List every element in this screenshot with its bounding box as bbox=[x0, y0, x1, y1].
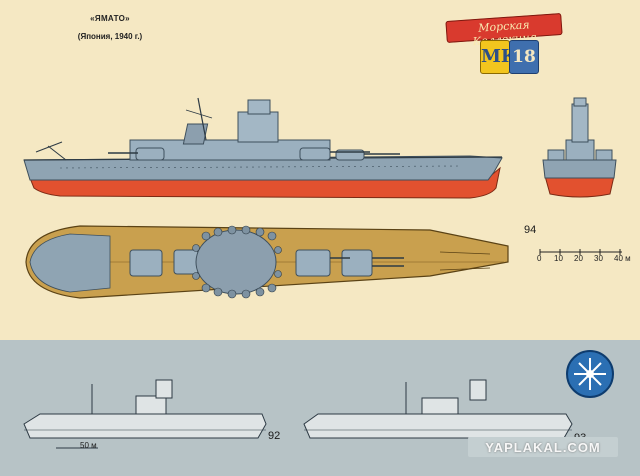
lower-right-ship-tower bbox=[469, 379, 487, 401]
bottom-scale-label: 50 м bbox=[80, 441, 97, 450]
bow-staff bbox=[47, 145, 67, 161]
tower-top bbox=[247, 99, 271, 115]
lower-left-ship-hull bbox=[23, 413, 267, 439]
plan-view-aa-guns bbox=[192, 225, 282, 299]
plan-view-fore-turret-2 bbox=[341, 249, 373, 277]
logo-number: 18 bbox=[512, 47, 536, 67]
magazine-logo: Морская Коллекция МК 18 bbox=[440, 12, 570, 78]
tower-block bbox=[237, 111, 279, 143]
front-view-turrets-left bbox=[547, 149, 565, 161]
watermark-text: YAPLAKAL.COM bbox=[485, 440, 601, 455]
scale-bar: 0 10 20 30 40 м bbox=[536, 248, 632, 278]
plate-number-left: 92 bbox=[268, 430, 281, 442]
plan-view-bow-detail-2 bbox=[439, 267, 491, 271]
watermark-badge: YAPLAKAL.COM bbox=[468, 437, 618, 457]
plan-view-stern-quarterdeck bbox=[29, 233, 111, 293]
fore-turret-1 bbox=[299, 147, 331, 161]
mast-stay bbox=[185, 109, 213, 119]
lower-left-ship-superstructure bbox=[135, 395, 167, 415]
plan-view-aft-turret bbox=[129, 249, 163, 277]
lower-left-ship-tower bbox=[155, 379, 173, 399]
front-view-tower-top bbox=[573, 97, 587, 107]
logo-number-box: 18 bbox=[509, 40, 539, 74]
scale-tick-10: 10 bbox=[554, 254, 563, 263]
hull-grey-upper bbox=[23, 155, 503, 181]
funnel bbox=[182, 123, 209, 145]
front-view-hull-red bbox=[544, 175, 615, 198]
compass-emblem-icon bbox=[566, 350, 614, 398]
scale-tick-0: 0 bbox=[537, 254, 542, 263]
logo-letters: МК bbox=[481, 46, 518, 67]
front-view-hull-grey bbox=[542, 159, 617, 179]
aft-turret bbox=[135, 147, 165, 161]
plan-view-aft-secondary bbox=[173, 249, 199, 275]
plan-view-bow-detail-1 bbox=[439, 251, 491, 255]
scale-bar-ruler bbox=[539, 249, 622, 255]
ship-title: «ЯМАТО» bbox=[90, 14, 130, 23]
scale-tick-20: 20 bbox=[574, 254, 583, 263]
main-mast bbox=[197, 97, 207, 141]
lower-right-ship-hull bbox=[303, 413, 573, 439]
scale-tick-40: 40 м bbox=[614, 254, 631, 263]
front-view-turrets-right bbox=[595, 149, 613, 161]
scale-tick-30: 30 bbox=[594, 254, 603, 263]
front-view-tower bbox=[571, 103, 589, 143]
ship-subtitle: (Япония, 1940 г.) bbox=[77, 32, 143, 41]
lower-right-ship-superstructure bbox=[421, 397, 459, 415]
compass-star-icon bbox=[574, 358, 606, 390]
porthole-row bbox=[59, 165, 461, 169]
plate-number-main: 94 bbox=[524, 224, 537, 236]
crane-arm bbox=[35, 141, 63, 153]
plan-view-fore-turret-1 bbox=[295, 249, 331, 277]
front-view-superstructure bbox=[565, 139, 595, 161]
hull-red-underside bbox=[29, 166, 501, 199]
